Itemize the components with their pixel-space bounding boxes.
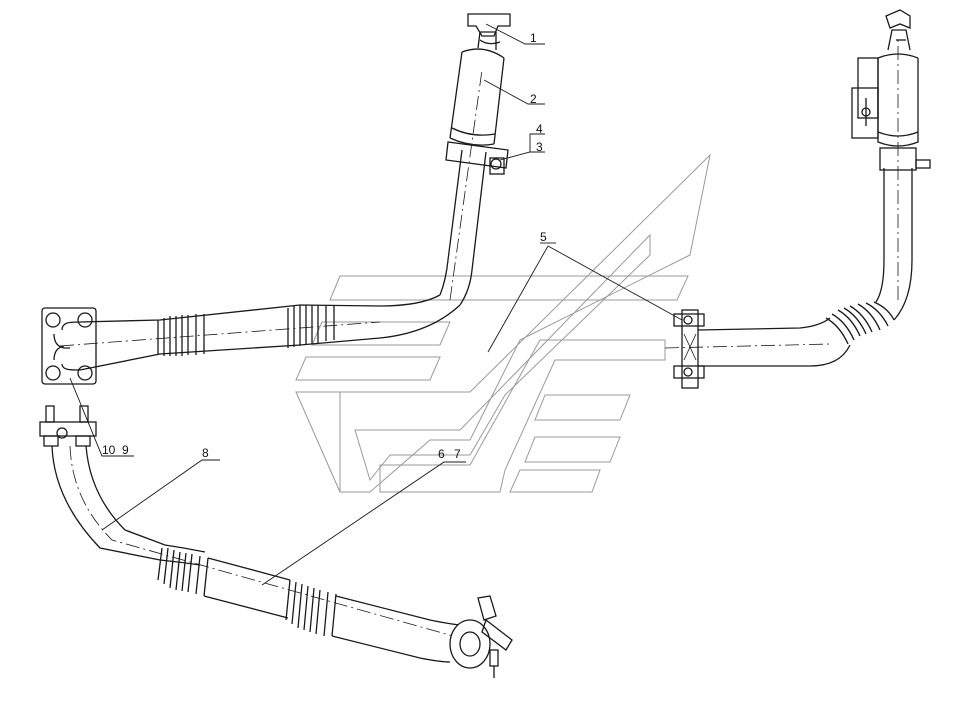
callout-1: 1 [530, 31, 537, 45]
leader-lines [69, 23, 683, 586]
upper-horizontal-pipe [59, 294, 461, 371]
callout-10: 10 [102, 443, 116, 457]
lower-pipe-assembly [39, 405, 513, 678]
outlet-clamp [449, 595, 513, 678]
callout-5: 5 [540, 230, 547, 244]
upper-vertical-stack [439, 13, 511, 306]
muffler-right [851, 53, 919, 147]
bellows-upper-left [157, 314, 205, 356]
watermark-logo [295, 153, 711, 493]
flange-5 [673, 309, 705, 389]
callout-3: 3 [536, 140, 543, 154]
callout-7: 7 [454, 447, 461, 461]
callout-2: 2 [530, 92, 537, 106]
callout-4: 4 [536, 122, 543, 136]
callout-9: 9 [122, 443, 129, 457]
callout-8: 8 [202, 446, 209, 460]
callout-labels: 1 2 4 3 5 8 6 7 10 9 [102, 31, 547, 461]
bellows-upper-right [287, 305, 335, 348]
lower-flange [39, 405, 97, 447]
clamp [445, 141, 509, 175]
callout-6: 6 [438, 447, 445, 461]
bellows-right [825, 301, 895, 345]
bellows-lower-right [285, 579, 337, 637]
bellows-lower-left [157, 547, 209, 597]
stack-body [449, 48, 505, 146]
upper-left-flange [41, 307, 97, 385]
rain-cap [467, 13, 511, 50]
right-tailpipe-assembly [664, 9, 931, 389]
rain-cap-right [885, 9, 911, 51]
